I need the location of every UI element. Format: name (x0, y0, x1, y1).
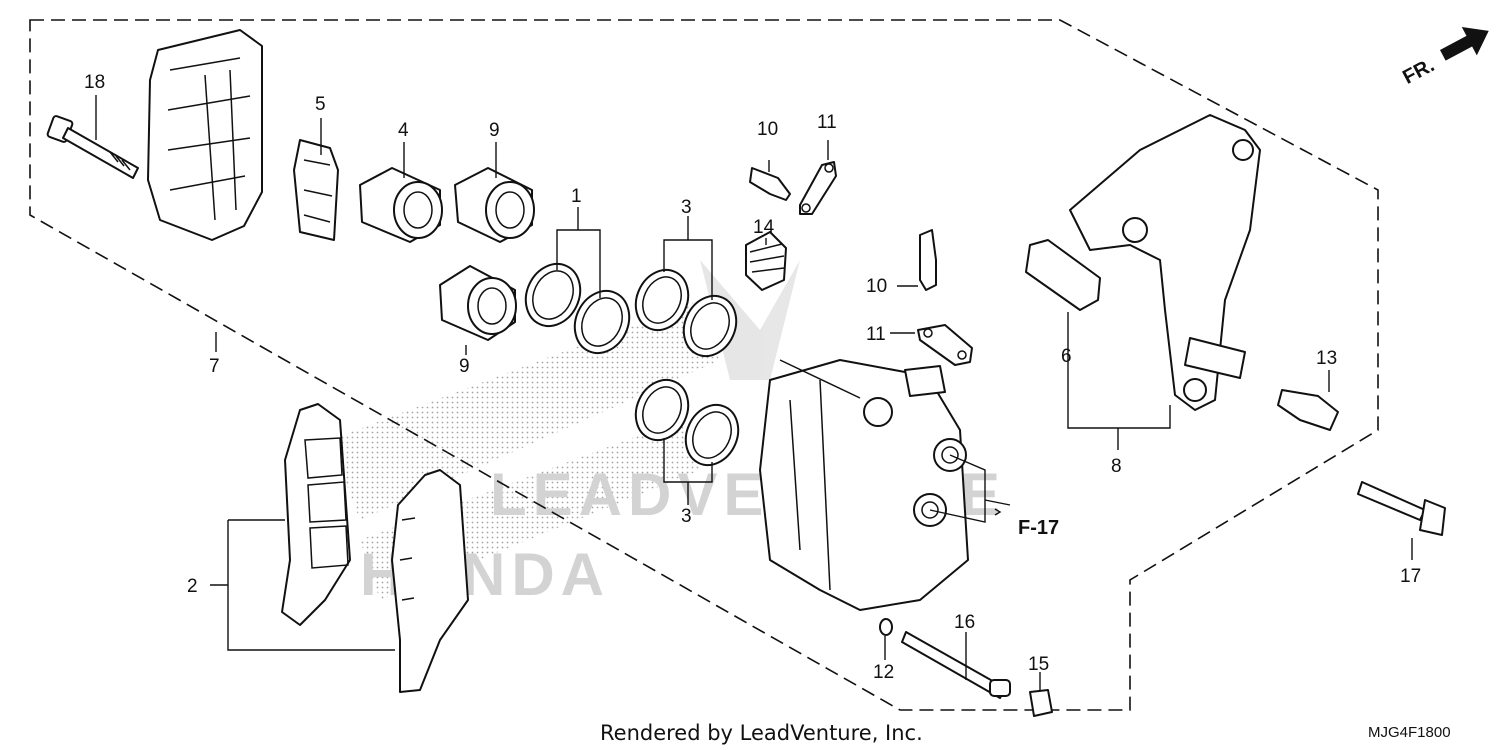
leader-lines (95, 95, 1413, 690)
front-arrow-icon (1439, 27, 1489, 61)
assembly-boundary (29, 19, 1379, 711)
plug-part (1029, 689, 1053, 717)
diagram-code: MJG4F1800 (1368, 724, 1451, 741)
callout-6: 6 (1061, 346, 1072, 367)
callout-3-upper: 3 (681, 197, 692, 218)
caliper-bracket-part (1069, 114, 1261, 411)
caliper-half-part (147, 29, 263, 241)
piston-part (439, 265, 517, 341)
mounting-bolt-part (1357, 481, 1446, 536)
callout-9-lower: 9 (459, 356, 470, 377)
callout-16: 16 (954, 612, 975, 633)
brake-pad-set-part (281, 403, 469, 693)
callout-8: 8 (1111, 456, 1122, 477)
callout-12: 12 (873, 662, 894, 683)
bleeder-cap-part (799, 161, 837, 215)
bolt-part (46, 115, 139, 179)
pad-pin-part (901, 631, 1011, 699)
front-direction-indicator: FR. (1399, 27, 1489, 89)
piston-part (359, 167, 443, 243)
reference-label: F-17 (1018, 517, 1059, 539)
callout-15: 15 (1028, 654, 1049, 675)
callout-11-lower: 11 (866, 324, 886, 345)
callout-7: 7 (209, 356, 220, 377)
pad-retainer-part (1025, 239, 1101, 311)
callout-10-upper: 10 (757, 119, 778, 140)
callout-2: 2 (187, 576, 198, 597)
callout-9-upper: 9 (489, 120, 500, 141)
washer-part (879, 618, 893, 636)
boot-part (745, 231, 787, 291)
callout-labels: 18 5 4 9 1 3 10 11 14 10 11 9 7 6 13 8 3… (84, 72, 1421, 683)
callout-18: 18 (84, 72, 105, 93)
callout-3-lower: 3 (681, 506, 692, 527)
bleeder-screw-part (919, 229, 937, 291)
pad-spring-part (293, 139, 339, 241)
slide-pin-part (1277, 389, 1339, 431)
caliper-body-part (759, 359, 969, 611)
callout-13: 13 (1316, 348, 1337, 369)
bleeder-cap-part (917, 324, 973, 366)
callout-5: 5 (315, 94, 326, 115)
callout-10-lower: 10 (866, 276, 887, 297)
seal-kit-part (524, 262, 631, 355)
seal-kit-part (634, 378, 740, 467)
front-direction-label: FR. (1399, 54, 1438, 89)
callout-17: 17 (1400, 566, 1421, 587)
credit-text: Rendered by LeadVenture, Inc. (600, 721, 923, 745)
callout-11-upper: 11 (817, 112, 837, 133)
callout-14: 14 (753, 217, 775, 238)
seal-kit-part (634, 268, 738, 358)
callout-1: 1 (571, 186, 582, 207)
bleeder-screw-part (749, 167, 791, 201)
piston-part (454, 167, 535, 243)
callout-4: 4 (398, 120, 409, 141)
